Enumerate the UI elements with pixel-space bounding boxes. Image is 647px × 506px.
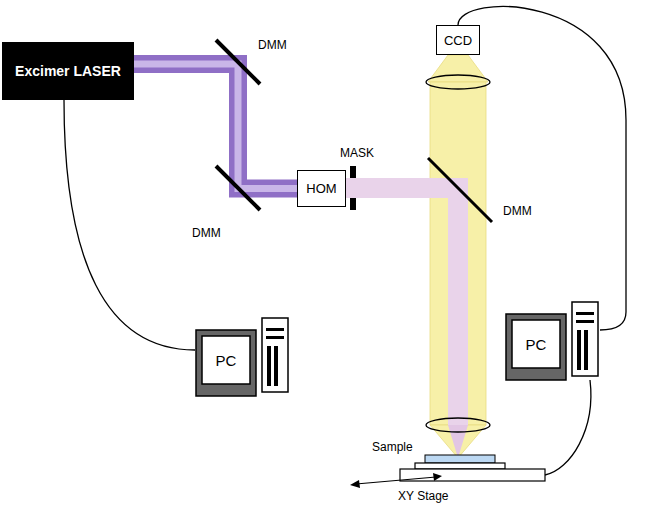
part-label: DMM [503, 204, 532, 218]
computer: PC [505, 300, 600, 382]
cable-line [64, 100, 195, 350]
dichroic-mirror [428, 158, 492, 222]
mask-plate [350, 198, 356, 210]
node-label: Excimer LASER [15, 63, 121, 79]
part-label: MASK [340, 146, 374, 160]
imaging-beam [430, 82, 486, 425]
monitor-screen [202, 336, 250, 384]
drive-slot [266, 328, 284, 331]
drive-slot [576, 320, 594, 323]
monitor-frame [506, 314, 566, 380]
homogenizer-box: HOM [297, 170, 346, 207]
tower-panel [584, 330, 588, 370]
masked-beam-down [448, 178, 468, 425]
computer-icon [505, 300, 600, 382]
dichroic-mirror [216, 40, 260, 84]
imaging-beam-cone [428, 55, 488, 82]
laser-beam-core [134, 64, 297, 189]
node-label: HOM [306, 181, 336, 196]
stage-cable [545, 380, 591, 475]
pc-tower [262, 318, 288, 392]
cable [458, 7, 626, 330]
laser-beam-outer [134, 64, 297, 189]
dichroic-mirror [216, 166, 260, 210]
tower-panel [577, 330, 581, 370]
monitor-frame [196, 330, 256, 396]
cable [64, 100, 195, 350]
cable-line [458, 7, 626, 330]
lens [426, 75, 490, 89]
part-label: XY Stage [398, 489, 448, 503]
lens [426, 418, 490, 432]
arrow-head [433, 473, 442, 481]
laser-box: Excimer LASER [2, 42, 134, 100]
computer: PC [195, 316, 290, 398]
masked-beam-focus [448, 425, 468, 458]
mask-plate [350, 166, 356, 178]
node-label: PC [513, 321, 559, 367]
tower-panel [274, 346, 278, 386]
xy-stage [400, 469, 545, 481]
drive-slot [266, 336, 284, 339]
computer-icon [195, 316, 290, 398]
sample-holder [415, 463, 505, 469]
sample [425, 455, 495, 463]
part-label: Sample [372, 440, 413, 454]
part-label: DMM [192, 226, 221, 240]
monitor-screen [512, 320, 560, 368]
drive-slot [576, 312, 594, 315]
node-label: CCD [444, 33, 472, 48]
camera-box: CCD [436, 25, 480, 55]
laser-beam [134, 64, 297, 189]
motion-arrow [356, 477, 436, 484]
pc-tower [572, 302, 598, 376]
arrow-head [350, 480, 360, 488]
node-label: PC [203, 337, 249, 383]
part-label: DMM [258, 38, 287, 52]
tower-panel [267, 346, 271, 386]
